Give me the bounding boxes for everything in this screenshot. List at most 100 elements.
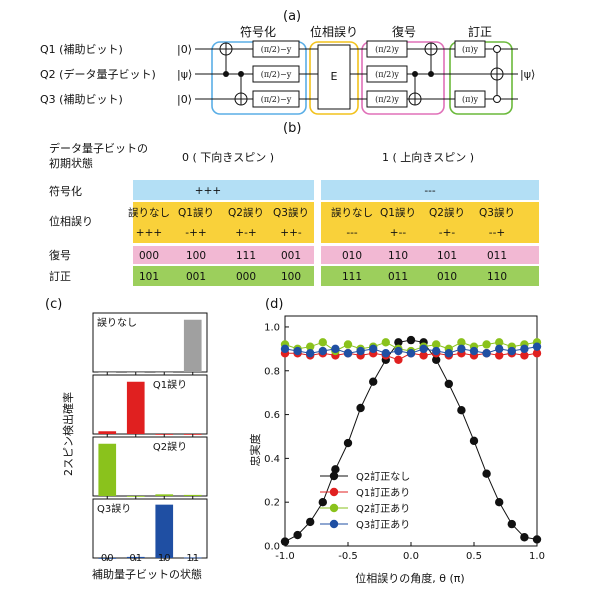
bar-11 xyxy=(183,557,202,559)
decode-state-0: 000 xyxy=(139,250,159,262)
data-point xyxy=(318,338,327,347)
encode-band-0 xyxy=(133,180,314,200)
y-tick-label: 0.2 xyxy=(264,498,280,509)
dec-gate-q2: (π/2)y xyxy=(366,65,408,83)
svg-text:(π/2)y: (π/2)y xyxy=(375,70,399,79)
data-point xyxy=(318,346,327,356)
data-point xyxy=(495,351,504,360)
legend-label: Q1訂正あり xyxy=(356,486,410,499)
legend-label: Q2訂正あり xyxy=(356,502,410,515)
x-tick-label: 10 xyxy=(158,553,171,564)
error-state-7: --+ xyxy=(489,227,505,239)
decode-state-3: 001 xyxy=(281,250,301,262)
initial-state-header-line2: 初期状態 xyxy=(49,156,93,170)
data-point xyxy=(495,338,504,347)
toffoli-gate xyxy=(490,45,504,103)
data-point xyxy=(520,344,529,354)
data-point xyxy=(381,349,390,358)
y-tick-label: 0.0 xyxy=(264,542,280,553)
bar-00 xyxy=(98,443,117,496)
block-title-encode: 符号化 xyxy=(240,24,276,39)
col-head-0: 0 ( 下向きスピン ) xyxy=(182,150,274,164)
decode-state-5: 110 xyxy=(388,250,408,262)
subplot-3: Q3誤り xyxy=(92,498,208,561)
data-point xyxy=(394,346,403,356)
y-tick-label: 1.0 xyxy=(264,322,280,333)
data-point xyxy=(394,355,403,365)
svg-text:(π)y: (π)y xyxy=(462,45,479,54)
data-point xyxy=(306,349,315,358)
error-state-1: -++ xyxy=(185,227,206,239)
error-state-5: +-- xyxy=(390,227,407,239)
data-point xyxy=(432,355,441,365)
correct-state-6: 010 xyxy=(437,271,457,283)
dec-gate-q3: (π/2)y xyxy=(366,90,408,108)
block-title-correct: 訂正 xyxy=(468,24,492,39)
data-point xyxy=(356,403,365,413)
data-point xyxy=(457,405,466,415)
table-cells: 誤りなし+++000101Q1誤り-++100001Q2誤り+-+111000Q… xyxy=(128,206,515,283)
panel-b-label: (b) xyxy=(283,121,301,136)
data-point xyxy=(369,377,378,386)
data-point xyxy=(280,537,290,546)
data-point xyxy=(343,349,353,358)
legend-marker xyxy=(329,487,339,497)
cor-gate-q1: (π)y xyxy=(454,40,486,58)
dec-gate-q1: (π/2)y xyxy=(366,40,408,58)
data-point xyxy=(369,344,378,354)
data-point xyxy=(482,349,491,358)
error-type-0: 誤りなし xyxy=(128,206,170,219)
bar-01 xyxy=(126,556,145,558)
svg-text:E: E xyxy=(331,70,338,83)
decode-state-6: 101 xyxy=(437,250,457,262)
enc-gate-q2: (π/2)−y xyxy=(252,65,300,83)
data-point xyxy=(469,346,479,356)
subplot-frame xyxy=(92,498,208,559)
encode-state-1: --- xyxy=(424,185,436,197)
panel-c-ylabel: 2スピン検出確率 xyxy=(61,392,75,476)
data-point xyxy=(356,346,365,356)
decode-band-1 xyxy=(321,246,539,264)
subplot-0: 誤りなし xyxy=(92,312,208,375)
data-point xyxy=(482,340,491,349)
subplot-title: Q1誤り xyxy=(153,378,187,391)
qubit-label-q3: Q3 (補助ビット) xyxy=(40,92,123,106)
svg-text:(π/2)y: (π/2)y xyxy=(375,45,399,54)
correct-band-0 xyxy=(133,266,314,286)
data-point xyxy=(532,535,542,544)
subplot-title: Q3誤り xyxy=(97,502,131,515)
correct-state-7: 110 xyxy=(487,271,507,283)
enc-gate-q1: (π/2)−y xyxy=(252,40,300,58)
subplot-title: 誤りなし xyxy=(97,316,137,329)
decode-band-0 xyxy=(133,246,314,264)
x-tick-label: 01 xyxy=(129,553,142,564)
data-point xyxy=(331,344,340,354)
cnot-enc-q3 xyxy=(234,71,248,106)
legend-marker xyxy=(329,519,339,529)
data-point xyxy=(432,340,441,349)
decode-state-4: 010 xyxy=(342,250,362,262)
row-label-correct: 訂正 xyxy=(49,269,71,283)
error-block xyxy=(309,41,359,115)
x-tick-label: 0.5 xyxy=(466,551,482,562)
correct-state-3: 100 xyxy=(281,271,301,283)
bar-10 xyxy=(155,494,174,496)
qubit-label-q1: Q1 (補助ビット) xyxy=(40,42,123,56)
legend-marker xyxy=(329,503,339,513)
q2-initial-state: |ψ⟩ xyxy=(177,68,192,81)
subplot-1: Q1誤り xyxy=(92,374,208,437)
error-state-3: ++- xyxy=(280,227,302,239)
output-state: |ψ⟩ xyxy=(520,68,535,81)
data-point xyxy=(306,342,315,351)
cnot-enc-q1 xyxy=(219,42,233,77)
y-tick-label: 0.4 xyxy=(264,454,280,465)
subplot-frame xyxy=(92,374,208,435)
q3-initial-state: |0⟩ xyxy=(177,93,192,106)
panel-c-label: (c) xyxy=(45,297,62,312)
data-point xyxy=(280,344,290,354)
data-point xyxy=(532,342,542,351)
initial-state-header-line1: データ量子ビットの xyxy=(49,141,148,155)
svg-text:(π/2)−y: (π/2)−y xyxy=(261,45,292,54)
decode-state-7: 011 xyxy=(487,250,507,262)
